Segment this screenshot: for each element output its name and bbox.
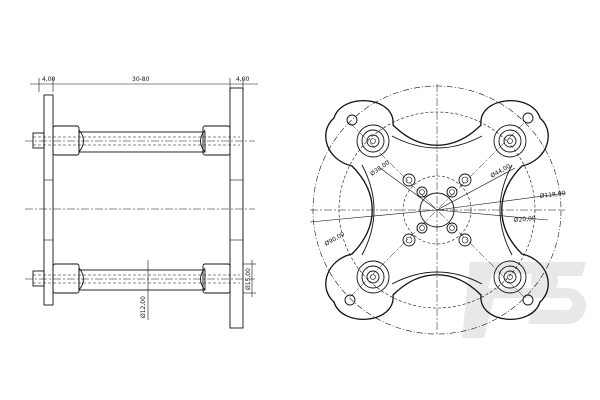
cross-plate-outline — [325, 100, 549, 320]
upper-screw-head-left — [32, 132, 45, 149]
dim-center-hole-text: Ø20,00 — [514, 215, 537, 224]
lower-collar-left — [52, 263, 80, 294]
front-view: Ø38,00 Ø44,00 Ø118,00 Ø20,00 Ø90,00 — [309, 84, 567, 336]
leader-bolt-circle — [309, 209, 438, 223]
leader-mid-bolt — [436, 167, 516, 211]
lower-standoff-shaft — [78, 269, 206, 291]
watermark-logo — [462, 262, 586, 338]
bearing-top-left — [356, 124, 390, 158]
lower-collar-right — [202, 263, 231, 294]
dim-left-text: 4,00 — [42, 76, 56, 83]
right-plate — [229, 87, 244, 329]
dim-standoff-text: Ø12,00 — [140, 296, 147, 318]
hub-mounting-holes — [402, 173, 472, 247]
lower-screw-head-left — [32, 270, 45, 287]
dim-inner-bolt-text: Ø38,00 — [369, 159, 391, 177]
leader-center-hole — [436, 209, 549, 221]
upper-collar-right — [202, 125, 231, 156]
dim-outer-text: Ø118,00 — [539, 190, 566, 200]
tip-hole — [522, 112, 534, 124]
tip-hole — [344, 294, 356, 306]
dim-collar-text: Ø15,00 — [245, 268, 252, 290]
side-view: 4,00 30-80 4,00 Ø12,00 — [25, 76, 258, 329]
leader-inner-bolt — [379, 167, 438, 211]
left-plate — [43, 94, 54, 306]
dim-bolt-circle-text: Ø90,00 — [324, 231, 347, 248]
dim-span-text: 30-80 — [132, 76, 150, 83]
center-hole — [419, 192, 455, 228]
dim-right-text: 4,00 — [236, 76, 250, 83]
bearing-bottom-right — [493, 260, 527, 294]
tip-hole — [346, 114, 358, 126]
bearing-bottom-left — [356, 260, 390, 294]
tip-hole — [522, 294, 534, 306]
hub-outer-circle — [402, 175, 472, 245]
leader-outer — [436, 192, 567, 211]
bearing-top-right — [493, 124, 527, 158]
upper-collar-left — [52, 125, 80, 156]
upper-standoff-shaft — [78, 131, 206, 153]
